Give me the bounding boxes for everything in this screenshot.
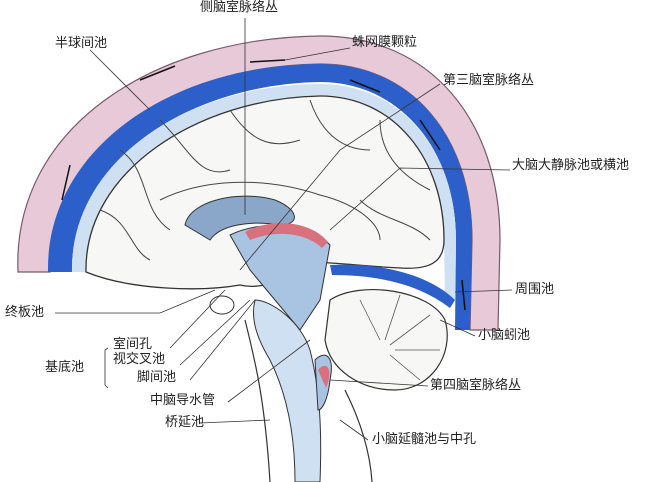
leader-lines [55, 18, 513, 441]
label-pontomedullary-cistern: 桥延池 [165, 415, 205, 430]
label-basal-cistern: 基底池 [45, 360, 85, 375]
fourth-ventricle [314, 354, 332, 411]
label-ambient-cistern: 周围池 [515, 282, 555, 297]
label-cerebellomedullary-cistern: 小脑延髓池与中孔 [372, 432, 477, 447]
optic-chiasm [209, 295, 235, 315]
label-third-ventricle-plexus: 第三脑室脉络丛 [443, 73, 535, 88]
label-cerebral-aqueduct: 中脑导水管 [150, 393, 216, 408]
spinal-canal [244, 319, 373, 482]
lateral-ventricle [184, 195, 295, 241]
label-arachnoid-granulation: 蛛网膜颗粒 [352, 35, 418, 50]
label-lateral-choroid-plexus: 侧脑室脉络丛 [200, 0, 279, 15]
cerebellum [324, 289, 448, 391]
label-chiasmatic-cistern: 视交叉池 [113, 352, 166, 367]
label-interhemispheric-cistern: 半球间池 [55, 36, 108, 51]
pia-layer [71, 84, 457, 300]
label-interventricular-foramen: 室间孔 [113, 337, 153, 352]
label-vermian-cistern: 小脑蚓池 [478, 328, 531, 343]
label-great-vein-cistern: 大脑大静脉池或横池 [512, 158, 630, 173]
label-interpeduncular-cistern: 脚间池 [137, 370, 177, 385]
subarachnoid-space [47, 64, 473, 330]
cerebellar-folia [359, 294, 440, 381]
csf-flow-arrows [61, 59, 466, 311]
choroid-plexus-third [245, 223, 328, 248]
gyri-lines [99, 99, 431, 261]
cerebral-hemisphere [85, 95, 445, 290]
tentorium [330, 264, 455, 308]
label-fourth-ventricle-plexus: 第四脑室脉络丛 [430, 378, 522, 393]
label-lamina-terminalis-cistern: 终板池 [5, 305, 45, 320]
brainstem [252, 299, 322, 482]
choroid-plexus-fourth [318, 365, 330, 388]
